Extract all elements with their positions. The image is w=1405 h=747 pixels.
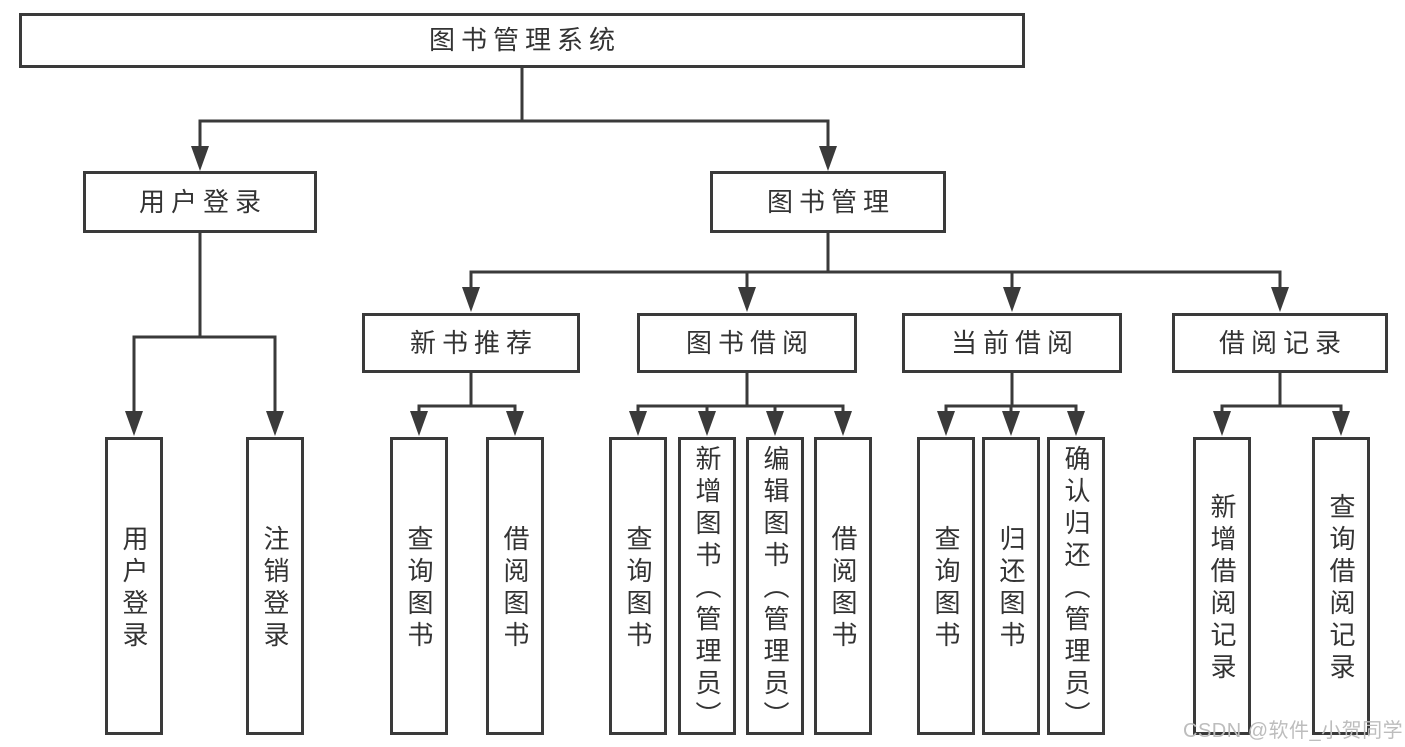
arrow-down-icon bbox=[266, 411, 284, 436]
arrow-down-icon bbox=[937, 411, 955, 436]
arrow-down-icon bbox=[819, 146, 837, 171]
connector-current-branch bbox=[937, 373, 1085, 436]
arrow-down-icon bbox=[1213, 411, 1231, 436]
arrow-down-icon bbox=[629, 411, 647, 436]
node-label: 查询图书 bbox=[931, 525, 961, 653]
arrow-down-icon bbox=[834, 411, 852, 436]
leaf-borrow-add-books-admin: 新增图书（管理员） bbox=[678, 437, 736, 735]
node-label: 确认归还（管理员） bbox=[1061, 445, 1091, 733]
node-label: 图书管理系统 bbox=[428, 25, 621, 56]
node-label: 归还图书 bbox=[996, 525, 1026, 653]
node-label: 借阅图书 bbox=[828, 525, 858, 653]
node-label: 借阅图书 bbox=[500, 525, 530, 653]
arrow-down-icon bbox=[698, 411, 716, 436]
leaf-login-logout: 注销登录 bbox=[246, 437, 304, 735]
node-library-management-system: 图书管理系统 bbox=[19, 13, 1025, 68]
node-book-borrowing: 图书借阅 bbox=[637, 313, 857, 373]
node-label: 新书推荐 bbox=[409, 327, 538, 358]
arrow-down-icon bbox=[125, 411, 143, 436]
connector-recommend-branch bbox=[410, 373, 524, 436]
arrow-down-icon bbox=[410, 411, 428, 436]
node-label: 借阅记录 bbox=[1218, 327, 1347, 358]
arrow-down-icon bbox=[766, 411, 784, 436]
leaf-current-query-books: 查询图书 bbox=[917, 437, 975, 735]
node-label: 查询图书 bbox=[404, 525, 434, 653]
connector-borrow-branch bbox=[629, 373, 852, 436]
node-label: 注销登录 bbox=[260, 525, 290, 653]
connector-login-branch bbox=[125, 233, 284, 436]
connector-root-to-level2 bbox=[191, 68, 837, 171]
csdn-watermark: CSDN @软件_小贺同学 bbox=[1183, 720, 1404, 742]
leaf-borrow-query-books: 查询图书 bbox=[609, 437, 667, 735]
node-label: 查询借阅记录 bbox=[1326, 493, 1356, 685]
leaf-login-user-login: 用户登录 bbox=[105, 437, 163, 735]
node-label: 新增图书（管理员） bbox=[692, 445, 722, 733]
leaf-recommend-query-books: 查询图书 bbox=[390, 437, 448, 735]
node-label: 当前借阅 bbox=[950, 327, 1079, 358]
node-borrowing-records: 借阅记录 bbox=[1172, 313, 1388, 373]
node-label: 图书借阅 bbox=[685, 327, 814, 358]
leaf-borrow-borrow-books: 借阅图书 bbox=[814, 437, 872, 735]
leaf-borrow-edit-books-admin: 编辑图书（管理员） bbox=[746, 437, 804, 735]
node-label: 新增借阅记录 bbox=[1207, 493, 1237, 685]
leaf-current-confirm-return-admin: 确认归还（管理员） bbox=[1047, 437, 1105, 735]
connector-mgmt-to-level3 bbox=[462, 233, 1289, 312]
arrow-down-icon bbox=[1002, 411, 1020, 436]
arrow-down-icon bbox=[506, 411, 524, 436]
connector-records-branch bbox=[1213, 373, 1350, 436]
arrow-down-icon bbox=[1067, 411, 1085, 436]
arrow-down-icon bbox=[1003, 287, 1021, 312]
node-label: 用户登录 bbox=[119, 525, 149, 653]
arrow-down-icon bbox=[462, 287, 480, 312]
node-book-management: 图书管理 bbox=[710, 171, 946, 233]
leaf-recommend-borrow-books: 借阅图书 bbox=[486, 437, 544, 735]
node-user-login: 用户登录 bbox=[83, 171, 317, 233]
node-label: 编辑图书（管理员） bbox=[760, 445, 790, 733]
arrow-down-icon bbox=[738, 287, 756, 312]
node-label: 查询图书 bbox=[623, 525, 653, 653]
arrow-down-icon bbox=[1332, 411, 1350, 436]
leaf-records-add-borrow-record: 新增借阅记录 bbox=[1193, 437, 1251, 735]
arrow-down-icon bbox=[191, 146, 209, 171]
node-label: 用户登录 bbox=[138, 186, 267, 217]
node-current-borrowing: 当前借阅 bbox=[902, 313, 1122, 373]
leaf-records-query-borrow-record: 查询借阅记录 bbox=[1312, 437, 1370, 735]
node-label: 图书管理 bbox=[766, 186, 895, 217]
node-new-book-recommendation: 新书推荐 bbox=[362, 313, 580, 373]
arrow-down-icon bbox=[1271, 287, 1289, 312]
leaf-current-return-books: 归还图书 bbox=[982, 437, 1040, 735]
